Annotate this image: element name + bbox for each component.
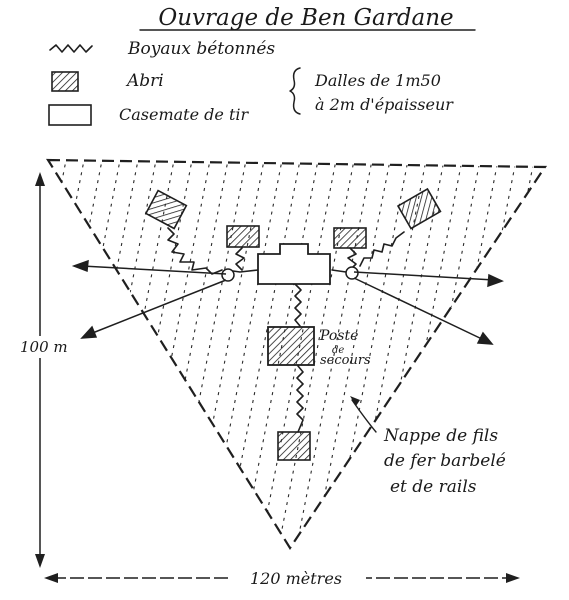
dimension-horizontal-label: 120 mètres xyxy=(250,569,342,588)
legend-boyaux-symbol xyxy=(49,44,93,53)
trench-left-outer xyxy=(167,227,223,275)
horizontal-dimension xyxy=(44,566,520,588)
diagram-title: Ouvrage de Ben Gardane xyxy=(158,5,453,31)
wire-field-outline xyxy=(45,158,548,551)
fire-arrows xyxy=(71,259,504,345)
legend-dalles-line1: Dalles de 1m50 xyxy=(314,71,441,90)
dimension-vertical-label: 100 m xyxy=(20,338,68,356)
legend-brace xyxy=(289,67,301,115)
poste-label-line3: secours xyxy=(320,353,371,368)
central-casemate xyxy=(257,243,331,285)
nappe-label-line2: de fer barbelé xyxy=(384,451,506,471)
trench-center-lower xyxy=(296,365,304,433)
legend-boyaux-label: Boyaux bétonnés xyxy=(127,39,275,59)
arrowhead-right-horizontal xyxy=(487,273,504,288)
trench-right-inner xyxy=(347,247,357,271)
nappe-pointer-head xyxy=(350,396,360,406)
arrowhead-left-horizontal xyxy=(71,259,89,273)
nappe-label-line1: Nappe de fils xyxy=(383,426,498,446)
shelter-right-inner xyxy=(333,227,367,249)
shelter-left-outer xyxy=(144,189,188,230)
shelter-poste-secours xyxy=(267,326,315,366)
shelter-left-inner xyxy=(226,225,260,248)
poste-label-line1: Poste xyxy=(319,328,358,344)
arrowhead-left-diagonal xyxy=(80,325,98,339)
arrow-left-diagonal xyxy=(89,279,227,335)
shelter-right-outer xyxy=(396,187,442,230)
legend-casemate-label: Casemate de tir xyxy=(119,105,250,124)
arrow-left-horizontal xyxy=(81,265,227,275)
legend-abri-label: Abri xyxy=(125,71,164,91)
gun-position-right xyxy=(345,266,359,280)
shelter-bottom xyxy=(277,431,311,461)
trench-left-inner xyxy=(235,247,245,271)
trench-right-outer xyxy=(359,231,405,267)
legend-dalles-line2: à 2m d'épaisseur xyxy=(315,95,454,114)
nappe-pointer xyxy=(351,399,377,433)
vertical-dimension xyxy=(18,172,66,568)
poste-label-line2: de xyxy=(332,345,344,356)
gun-position-left xyxy=(221,268,235,282)
legend-casemate-symbol xyxy=(48,104,92,126)
arrow-right-diagonal xyxy=(353,277,485,341)
arrowhead-right-diagonal xyxy=(476,331,494,345)
arrow-right-horizontal xyxy=(353,271,495,281)
trench-center-upper xyxy=(294,283,302,327)
trench-network xyxy=(167,227,405,433)
legend-abri-symbol xyxy=(51,71,79,92)
nappe-label-line3: et de rails xyxy=(390,477,477,497)
